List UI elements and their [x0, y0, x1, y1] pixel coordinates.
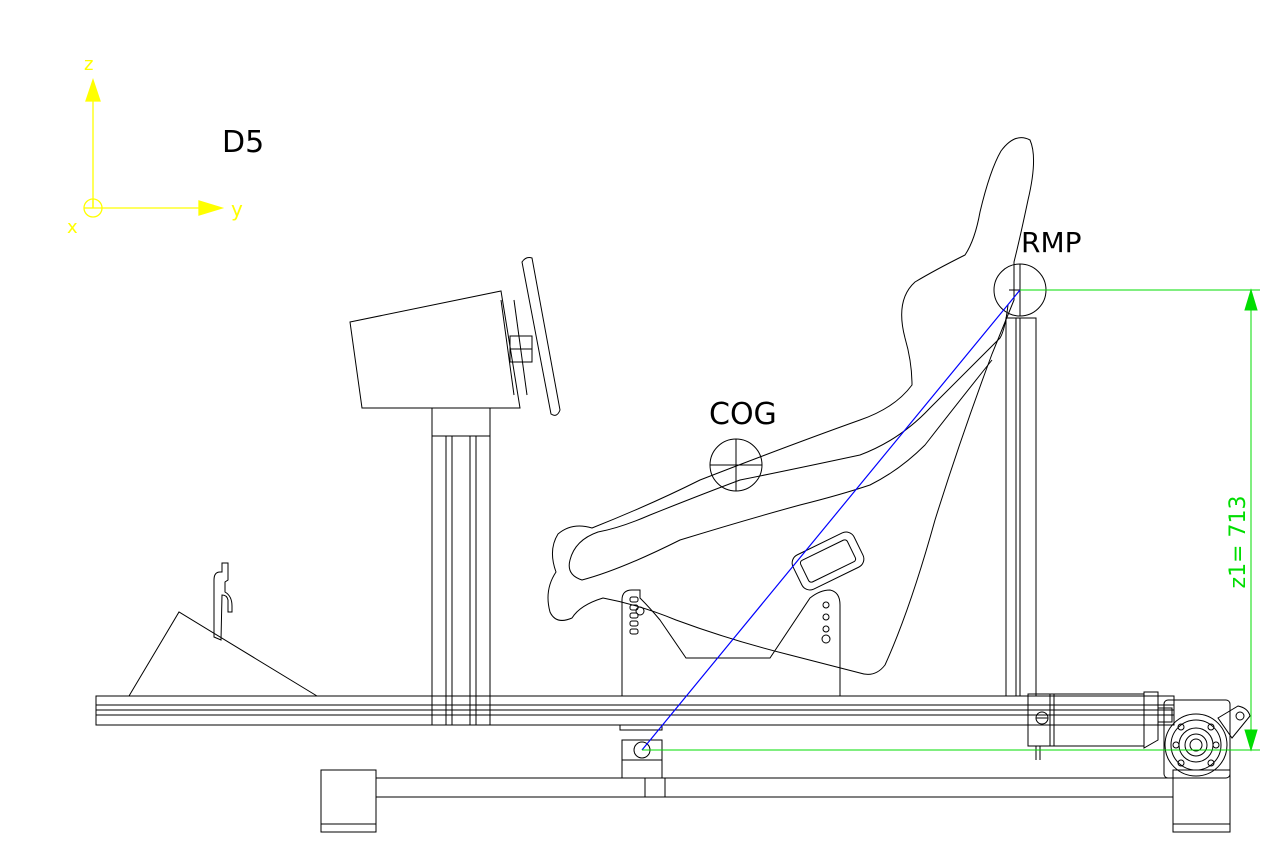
- steering-wheel: [500, 257, 561, 416]
- seat-shell-outer: [547, 137, 1034, 675]
- cog-label: COG: [709, 397, 777, 432]
- gearbox: [1163, 699, 1251, 779]
- lower-frame: [320, 769, 1231, 833]
- wheel-column: [431, 407, 491, 726]
- seat-shell-inner: [568, 304, 1009, 581]
- front-foot: [320, 769, 377, 833]
- crank-lever: [1217, 705, 1251, 739]
- x-axis-label: x: [67, 217, 78, 238]
- z-axis-label: z: [84, 54, 93, 75]
- motor-body: [1027, 693, 1145, 747]
- pedal-wedge: [128, 611, 318, 697]
- axis-triad: [83, 77, 225, 218]
- pedal-lever: [213, 562, 233, 641]
- height-dimension: [642, 288, 1260, 752]
- rear-foot: [1172, 769, 1231, 833]
- y-axis-arrowhead: [198, 200, 225, 216]
- actuator: [1027, 691, 1173, 760]
- main-rail: [95, 695, 1175, 726]
- harness-slot: [791, 531, 865, 591]
- z-axis-arrowhead: [85, 77, 101, 102]
- cog-marker: [709, 438, 763, 492]
- rear-upright: [1005, 317, 1037, 697]
- dimension-arrow-top: [1244, 288, 1258, 311]
- wheel-base-box: [349, 290, 521, 409]
- y-axis-label: y: [231, 197, 243, 221]
- pivot-to-rmp-link: [641, 289, 1021, 751]
- rig-drawing: [95, 137, 1251, 833]
- view-id-label: D5: [222, 125, 264, 160]
- pedal-assembly: [128, 562, 318, 697]
- dimension-text: z1= 713: [1226, 496, 1251, 589]
- seat-bracket-front: [621, 589, 841, 696]
- center-pivot: [619, 724, 666, 798]
- dimension-arrow-bottom: [1244, 729, 1258, 752]
- rmp-label: RMP: [1021, 226, 1082, 259]
